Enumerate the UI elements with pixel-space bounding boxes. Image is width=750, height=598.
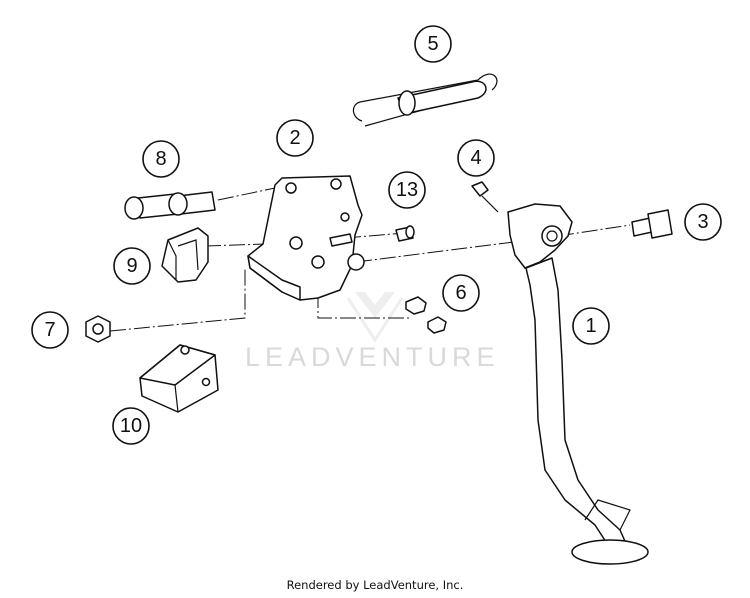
callout-2: 2 [276,119,314,157]
callout-5: 5 [414,25,452,63]
mounting-bracket [247,175,365,301]
callout-1-label: 1 [585,315,596,337]
pin-sleeve [329,225,415,247]
grease-nipple [471,181,499,213]
watermark-logo [346,292,404,343]
callout-13: 13 [388,171,426,209]
pivot-bolt [631,209,673,239]
callout-6-label: 6 [455,282,466,304]
callout-9: 9 [113,247,151,285]
callout-4: 4 [457,139,495,177]
callout-7: 7 [31,311,69,349]
nut [85,315,111,343]
callout-5-label: 5 [427,33,438,55]
spring [352,73,498,127]
callout-7-label: 7 [44,319,55,341]
callout-3: 3 [684,203,722,241]
callout-2-label: 2 [289,127,300,149]
callout-6: 6 [442,274,480,312]
callout-3-label: 3 [697,211,708,233]
callout-9-label: 9 [126,255,137,277]
callout-8-label: 8 [155,148,166,170]
callout-4-label: 4 [470,147,481,169]
footer-credit: Rendered by LeadVenture, Inc. [286,578,464,592]
callout-10-label: 10 [120,415,142,437]
callout-1: 1 [572,307,610,345]
clip-bracket [161,227,209,283]
main-stand [507,203,649,565]
callout-13-label: 13 [396,179,418,201]
small-bolts [405,296,447,334]
callout-10: 10 [112,407,150,445]
callout-8: 8 [142,140,180,178]
rubber-block [139,344,219,413]
bolts [124,191,216,220]
watermark-text: LEADVENTURE [245,342,500,372]
